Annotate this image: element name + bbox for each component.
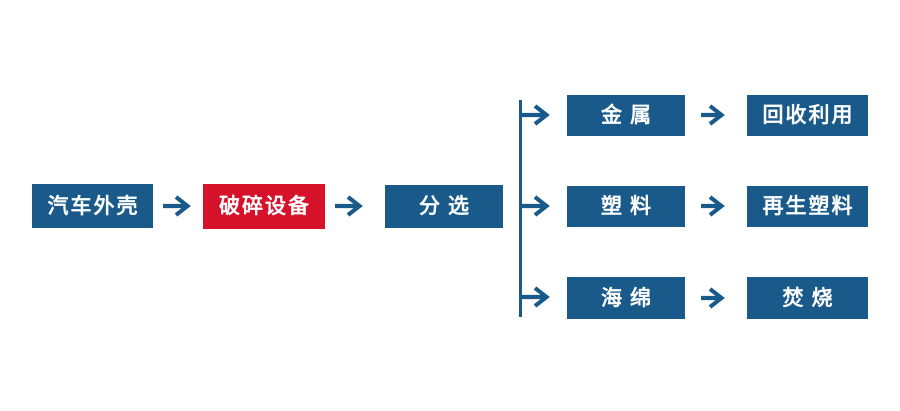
flow-node-label: 汽车外壳	[47, 194, 140, 218]
arrow-right-icon	[701, 287, 725, 309]
branch-node-label: 回收利用	[762, 104, 855, 127]
arrow-right-icon	[519, 286, 550, 308]
flow-node-crusher: 破碎设备	[203, 184, 325, 229]
branch-node-recycled-plastic: 再生塑料	[747, 186, 868, 227]
branch-node-metal: 金属	[567, 95, 685, 136]
flow-node-car-shell: 汽车外壳	[32, 184, 153, 228]
branch-connector-line	[519, 100, 522, 317]
flow-node-label: 分选	[419, 195, 477, 218]
arrow-right-icon	[701, 104, 725, 126]
branch-node-plastic: 塑料	[567, 186, 685, 227]
arrow-right-icon	[701, 195, 725, 217]
branch-node-recycle-use: 回收利用	[747, 95, 868, 136]
flow-node-sorting: 分选	[385, 185, 503, 228]
arrow-right-icon	[519, 195, 550, 217]
branch-node-label: 焚烧	[782, 286, 841, 310]
arrow-right-icon	[519, 104, 550, 126]
branch-node-label: 海绵	[601, 286, 659, 310]
flow-node-label: 破碎设备	[219, 195, 311, 218]
branch-node-label: 金属	[601, 104, 659, 127]
branch-node-sponge: 海绵	[567, 277, 685, 319]
branch-node-label: 再生塑料	[762, 195, 855, 218]
arrow-right-icon	[335, 195, 363, 217]
branch-node-incineration: 焚烧	[747, 277, 868, 319]
arrow-right-icon	[163, 195, 191, 217]
branch-node-label: 塑料	[601, 195, 659, 218]
